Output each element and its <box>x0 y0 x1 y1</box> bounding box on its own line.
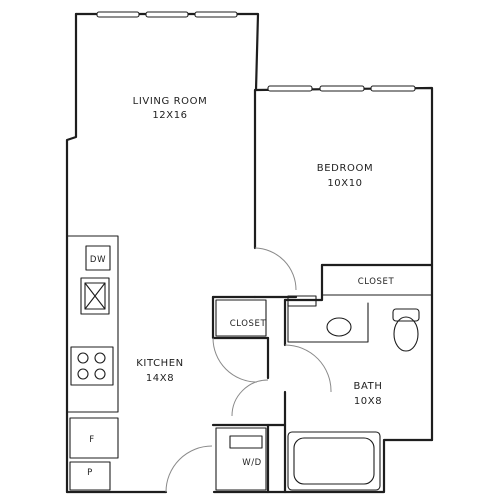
toilet-icon <box>392 308 420 352</box>
dishwasher-label: DW <box>90 255 106 265</box>
windows <box>96 11 416 92</box>
bath-size: 10X8 <box>354 396 382 407</box>
kitchen-sink-icon <box>80 277 110 315</box>
bathroom-sink-icon <box>326 317 352 337</box>
fridge <box>69 417 119 459</box>
bedroom-name: BEDROOM <box>317 163 373 174</box>
door-swings <box>165 247 332 493</box>
washer-dryer <box>215 427 267 491</box>
bedroom-closet-label: CLOSET <box>358 277 395 287</box>
room-labels: LIVING ROOM 12X16 BEDROOM 10X10 KITCHEN … <box>87 96 394 478</box>
kitchen-size: 14X8 <box>146 373 174 384</box>
hall-closet <box>215 299 267 337</box>
pantry <box>69 461 111 491</box>
fridge-label: F <box>89 435 95 445</box>
bathroom-vanity <box>287 295 369 343</box>
stove-icon <box>70 346 114 386</box>
pantry-label: P <box>87 468 93 478</box>
bath-name: BATH <box>354 381 383 392</box>
washer-dryer-label: W/D <box>242 458 262 468</box>
kitchen-counter <box>66 235 119 491</box>
dishwasher <box>85 245 111 271</box>
bedroom-size: 10X10 <box>327 178 362 189</box>
hall-closet-label: CLOSET <box>230 319 267 329</box>
living-room-name: LIVING ROOM <box>133 96 208 107</box>
living-room-size: 12X16 <box>152 110 187 121</box>
kitchen-name: KITCHEN <box>136 358 184 369</box>
bathtub-icon <box>287 431 381 491</box>
